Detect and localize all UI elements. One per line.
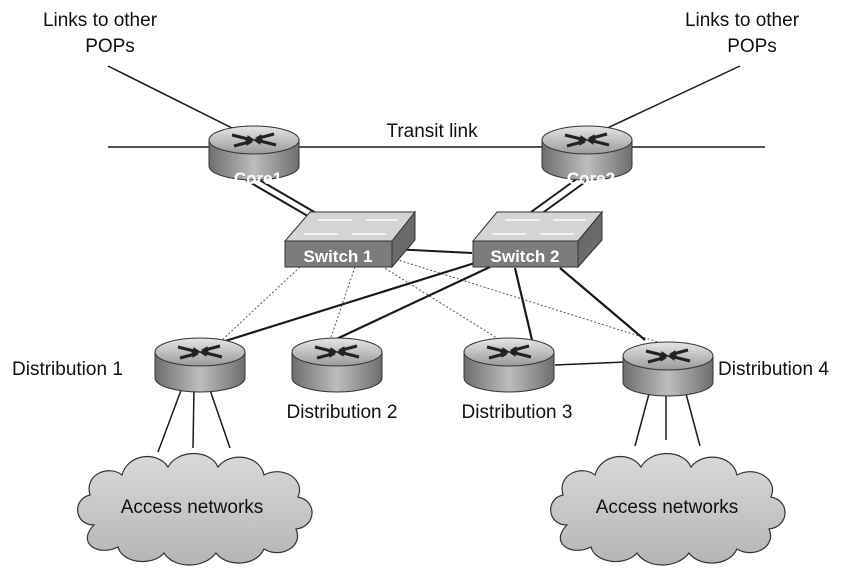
links-right-line1: Links to other <box>685 10 800 31</box>
core1-label: Core1 <box>234 169 282 188</box>
distribution1-router[interactable] <box>153 336 247 394</box>
links-left-line2: POPs <box>85 36 135 57</box>
access-link <box>192 386 195 449</box>
switch1[interactable]: Switch 1 <box>283 210 417 269</box>
router-icon <box>290 336 384 394</box>
access-networks-cloud-left: Access networks <box>77 452 313 566</box>
links-right-line2: POPs <box>727 36 777 57</box>
link-switch1-dist1 <box>221 266 301 341</box>
distribution3-label: Distribution 3 <box>462 402 573 423</box>
router-icon <box>462 336 556 394</box>
core2-router[interactable]: Core2 <box>540 124 634 188</box>
access-link <box>157 384 184 453</box>
link-switch2-dist3 <box>513 267 534 341</box>
access-link <box>208 386 231 449</box>
transit-link-label: Transit link <box>386 121 478 142</box>
link-switch2-dist1 <box>221 260 479 344</box>
distribution4-label: Distribution 4 <box>718 359 829 380</box>
link-switch1-dist3 <box>374 261 501 341</box>
core1-router[interactable]: Core1 <box>207 124 301 188</box>
link-switch1-dist2 <box>329 266 356 341</box>
link-to-other-pops-left <box>107 65 253 139</box>
distribution2-router[interactable] <box>290 336 384 394</box>
distribution3-router[interactable] <box>462 336 556 394</box>
access-networks-cloud-right: Access networks <box>550 452 786 566</box>
cloud-right-label: Access networks <box>596 497 739 518</box>
switch2-label: Switch 2 <box>491 247 560 266</box>
distribution4-router[interactable] <box>621 340 715 398</box>
link-core1-switch1-a <box>245 179 319 223</box>
link-to-other-pops-right <box>585 65 741 139</box>
link-switch2-dist4 <box>559 267 646 341</box>
access-link <box>634 389 651 447</box>
distribution2-label: Distribution 2 <box>287 402 398 423</box>
cloud-left-label: Access networks <box>121 497 264 518</box>
core2-label: Core2 <box>567 169 615 188</box>
switch1-label: Switch 1 <box>304 247 373 266</box>
link-dist3-dist4 <box>554 361 626 366</box>
link-switch1-dist4 <box>391 257 659 343</box>
router-icon <box>153 336 247 394</box>
router-icon <box>621 340 715 398</box>
access-link <box>684 389 701 447</box>
switch-icon <box>471 210 604 269</box>
switch-icon <box>283 210 417 269</box>
distribution1-label: Distribution 1 <box>12 359 123 380</box>
link-switch2-dist2 <box>329 266 491 343</box>
switch2[interactable]: Switch 2 <box>471 210 604 269</box>
links-left-line1: Links to other <box>43 10 158 31</box>
